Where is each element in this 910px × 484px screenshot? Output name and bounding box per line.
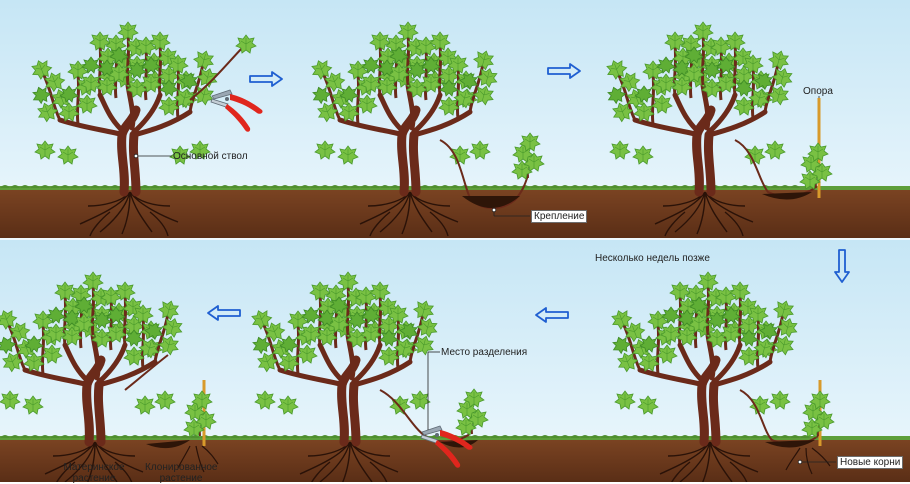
label-weeks-later: Несколько недель позже bbox=[595, 253, 710, 264]
label-support: Опора bbox=[803, 86, 833, 97]
label-cloned-plant-line1: Клонированное bbox=[145, 462, 218, 473]
panel-3-vine bbox=[596, 22, 832, 236]
label-mother-plant-line1: Материнское bbox=[63, 462, 125, 473]
label-cloned-plant-line2: растение bbox=[159, 473, 203, 484]
label-new-roots: Новые корни bbox=[837, 456, 904, 469]
label-main-trunk: Основной ствол bbox=[173, 151, 248, 162]
panel-2-vine bbox=[301, 22, 544, 236]
panel-4-vine bbox=[601, 272, 834, 482]
panel-1-vine bbox=[21, 22, 257, 236]
label-cloned-plant: Клонированное растение bbox=[145, 462, 218, 484]
label-mother-plant: Материнское растение bbox=[62, 462, 126, 484]
panel-6-vine bbox=[0, 272, 219, 482]
label-separation-point: Место разделения bbox=[441, 347, 528, 358]
label-fastening: Крепление bbox=[531, 210, 588, 223]
label-mother-plant-line2: растение bbox=[72, 473, 116, 484]
